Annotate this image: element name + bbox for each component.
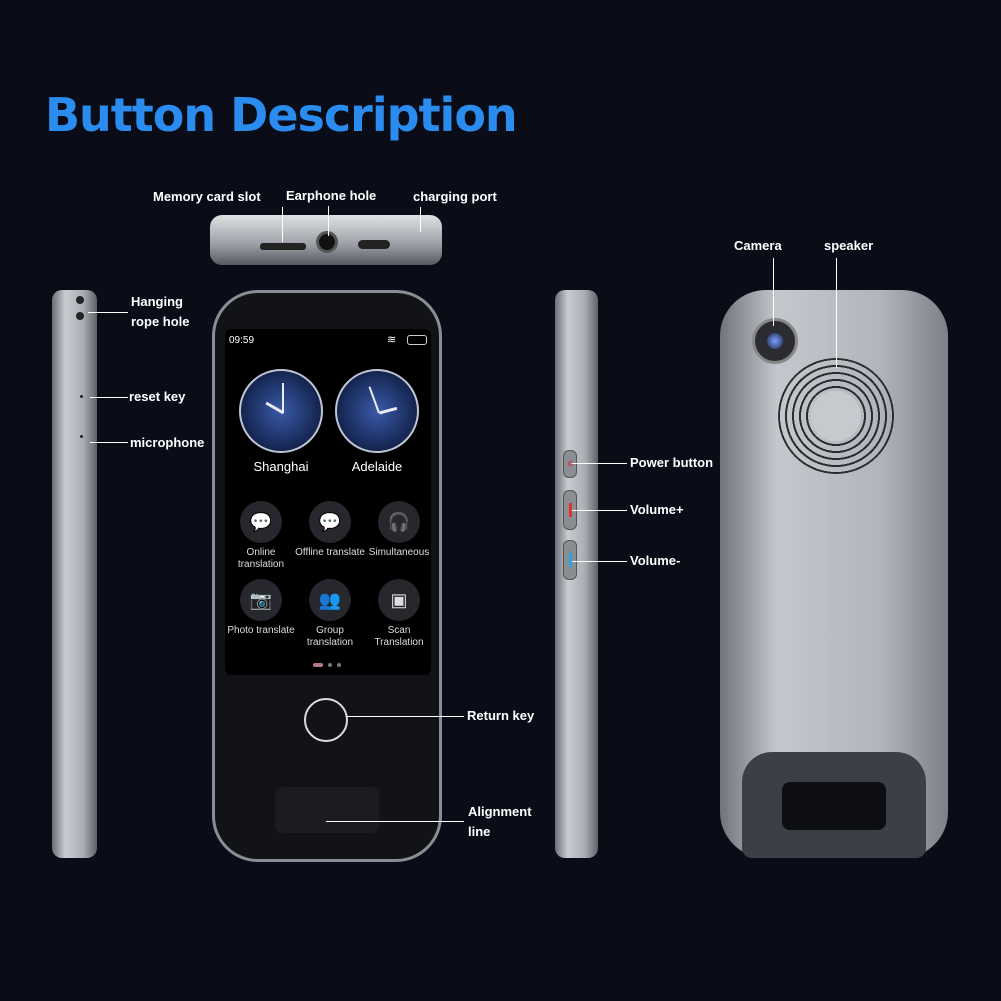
device-back <box>720 290 948 858</box>
microphone <box>80 435 83 438</box>
clock-adelaide <box>335 369 419 453</box>
chat-bubbles-icon: 💬 <box>309 501 351 543</box>
power-button[interactable] <box>563 450 577 478</box>
app-photo-translate[interactable]: 📷Photo translate <box>226 579 296 637</box>
clock-shanghai <box>239 369 323 453</box>
charging-port <box>358 240 390 249</box>
label-charging-port: charging port <box>413 189 497 204</box>
device-left-side <box>52 290 97 858</box>
label-memory-card-slot: Memory card slot <box>153 189 261 204</box>
volume-down-button[interactable] <box>563 540 577 580</box>
clock-city: Adelaide <box>351 459 403 474</box>
label-speaker: speaker <box>824 238 874 253</box>
reset-key <box>80 395 83 398</box>
clock-city: Shanghai <box>253 459 309 474</box>
screen: 09:59 ≋ Shanghai Adelaide 💬Online transl… <box>225 329 431 675</box>
chat-bubbles-icon: 💬 <box>240 501 282 543</box>
label-volume-down: Volume- <box>630 553 681 568</box>
app-online-translation[interactable]: 💬Online translation <box>226 501 296 571</box>
label-power-button: Power button <box>630 455 714 470</box>
label-hanging-rope-hole: Hanging rope hole <box>131 294 190 329</box>
label-volume-up: Volume+ <box>630 502 684 517</box>
label-reset-key: reset key <box>129 389 186 404</box>
stand <box>742 752 926 858</box>
label-microphone: microphone <box>130 435 205 450</box>
label-return-key: Return key <box>467 708 535 723</box>
camera-icon: 📷 <box>240 579 282 621</box>
scan-icon: ▣ <box>378 579 420 621</box>
return-key[interactable] <box>304 698 348 742</box>
page-title: Button Description <box>45 88 518 142</box>
earphone-hole <box>316 231 338 253</box>
device-right-side <box>555 290 598 858</box>
memory-card-slot <box>260 243 306 250</box>
speaker <box>778 358 894 474</box>
app-simultaneous[interactable]: 🎧Simultaneous <box>364 501 434 559</box>
label-alignment-line: Alignment line <box>468 804 532 839</box>
device-top-view <box>210 215 442 265</box>
battery-icon <box>407 335 427 345</box>
camera <box>752 318 798 364</box>
alignment-area <box>275 787 379 833</box>
label-camera: Camera <box>734 238 782 253</box>
app-offline-translate[interactable]: 💬Offline translate <box>295 501 365 559</box>
wifi-icon: ≋ <box>387 334 397 346</box>
app-scan-translation[interactable]: ▣Scan Translation <box>364 579 434 649</box>
group-icon: 👥 <box>309 579 351 621</box>
label-earphone-hole: Earphone hole <box>286 188 377 203</box>
headphones-icon: 🎧 <box>378 501 420 543</box>
device-front: 09:59 ≋ Shanghai Adelaide 💬Online transl… <box>212 290 442 862</box>
status-time: 09:59 <box>229 335 255 346</box>
app-group-translation[interactable]: 👥Group translation <box>295 579 365 649</box>
page-indicator <box>313 663 343 668</box>
